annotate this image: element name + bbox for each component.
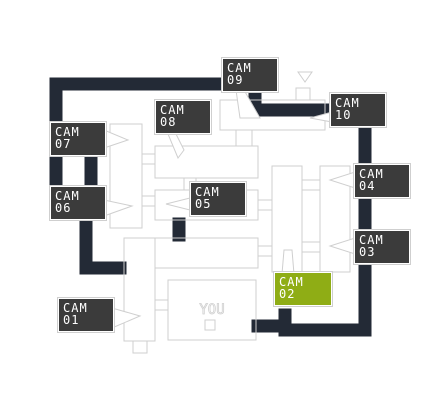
- camera-label-line1: CAM: [359, 167, 384, 181]
- camera-label-line1: CAM: [279, 275, 304, 289]
- camera-button-cam07[interactable]: CAM 07: [49, 121, 107, 157]
- camera-button-cam01[interactable]: CAM 01: [57, 297, 115, 333]
- room-cam07-06-hall: [109, 123, 143, 229]
- connector: [301, 241, 321, 253]
- camera-label-line1: CAM: [55, 189, 80, 203]
- cone-cam08: [167, 133, 185, 159]
- connector: [154, 299, 169, 311]
- room-east-hall-b: [319, 165, 351, 273]
- cone-top: [297, 71, 313, 83]
- camera-label-line1: CAM: [63, 301, 88, 315]
- camera-label-line2: 03: [359, 245, 376, 259]
- connector: [295, 87, 311, 101]
- camera-button-cam05[interactable]: CAM 05: [189, 181, 247, 217]
- camera-label-line2: 01: [63, 313, 80, 327]
- room-center-south: [154, 237, 259, 269]
- camera-label-line1: CAM: [160, 103, 185, 117]
- camera-label-line2: 06: [55, 201, 72, 215]
- connector: [257, 199, 273, 211]
- camera-label-line2: 08: [160, 115, 177, 129]
- rooms: [109, 87, 351, 354]
- cone-cam06: [103, 199, 134, 217]
- camera-button-cam08[interactable]: CAM 08: [154, 99, 212, 135]
- camera-label-line2: 07: [55, 137, 72, 151]
- cone-cam07: [103, 129, 130, 149]
- camera-button-cam10[interactable]: CAM 10: [329, 92, 387, 128]
- camera-label-line1: CAM: [335, 96, 360, 110]
- you-label: YOU: [199, 302, 224, 318]
- camera-label-line1: CAM: [227, 61, 252, 75]
- camera-cones: [103, 71, 356, 329]
- camera-label-line1: CAM: [195, 185, 220, 199]
- corridor-north-west: [49, 77, 247, 131]
- camera-label-line2: 10: [335, 108, 352, 122]
- camera-label-line2: 09: [227, 73, 244, 87]
- room-west-big: [123, 237, 156, 342]
- cone-cam01: [111, 307, 142, 329]
- camera-label-line2: 02: [279, 287, 296, 301]
- connector: [141, 195, 156, 207]
- connector: [132, 340, 148, 354]
- connector: [235, 129, 253, 147]
- camera-label-line2: 04: [359, 179, 376, 193]
- cone-cam04: [328, 171, 356, 189]
- cone-cam05: [165, 197, 191, 211]
- camera-button-cam03[interactable]: CAM 03: [353, 229, 411, 265]
- connector: [257, 245, 273, 257]
- cone-cam03: [328, 237, 356, 255]
- corridor-south-west: [79, 215, 127, 275]
- camera-label-line1: CAM: [55, 125, 80, 139]
- camera-button-cam02-active[interactable]: CAM 02: [273, 271, 333, 307]
- cone-cam02: [281, 249, 295, 275]
- camera-button-cam06[interactable]: CAM 06: [49, 185, 107, 221]
- camera-button-cam09[interactable]: CAM 09: [221, 57, 279, 93]
- connector: [141, 153, 156, 165]
- camera-label-line1: CAM: [359, 233, 384, 247]
- connector: [204, 319, 216, 331]
- camera-button-cam04[interactable]: CAM 04: [353, 163, 411, 199]
- camera-label-line2: 05: [195, 197, 212, 211]
- connector: [301, 179, 321, 191]
- room-cam08-stage: [154, 145, 259, 179]
